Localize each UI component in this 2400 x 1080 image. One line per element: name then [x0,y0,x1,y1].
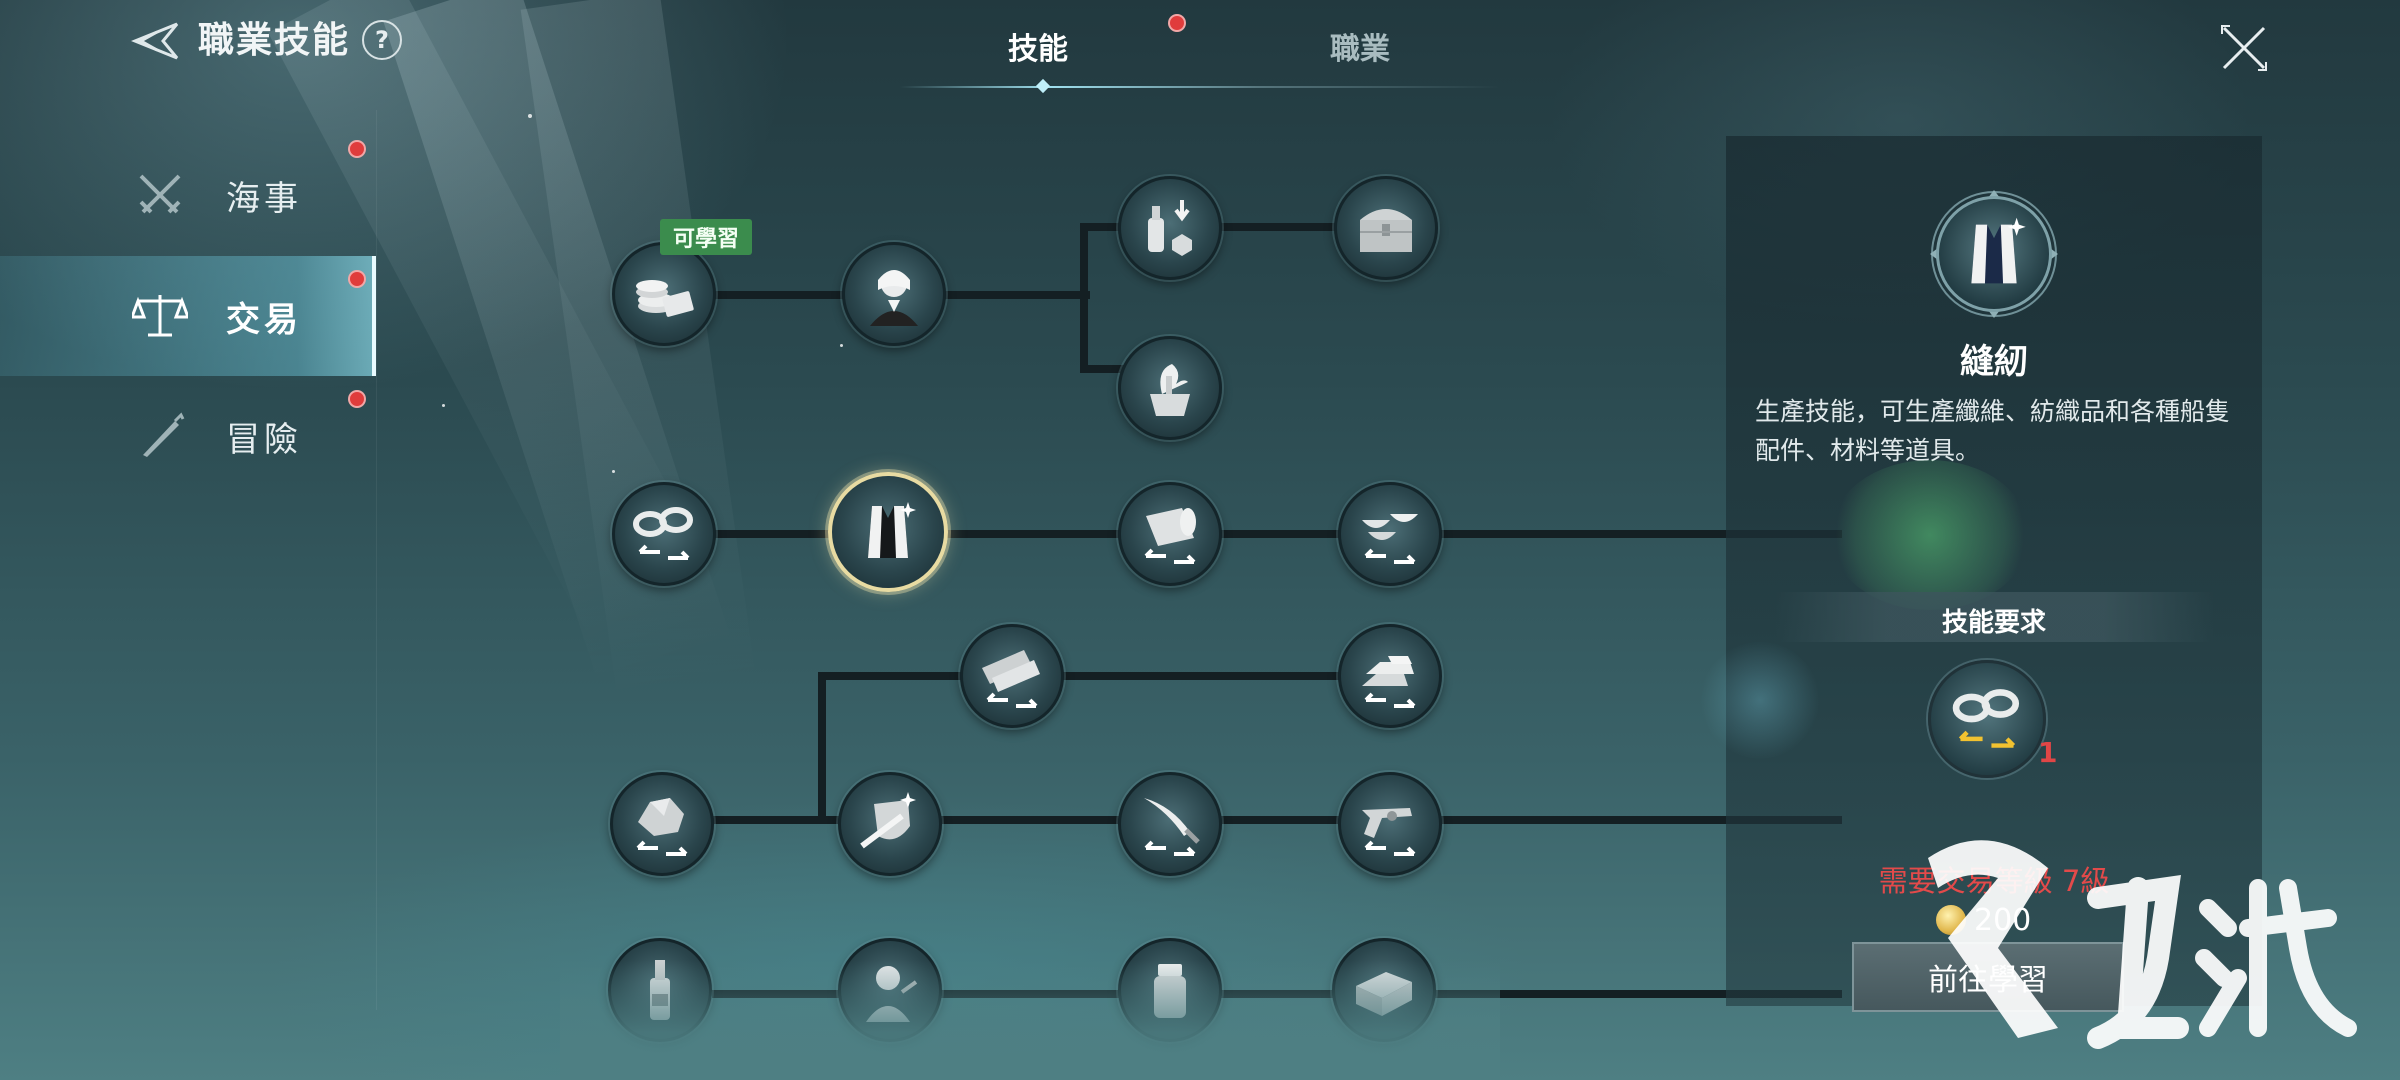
coins-icon [636,280,694,317]
back-button[interactable] [126,16,180,66]
ingots-trade-icon [1362,656,1416,708]
glow-effect [1830,460,2030,610]
sidebar-item-label: 交易 [226,299,302,340]
sidebar-divider [376,110,377,1010]
merchant-bust-icon [870,270,918,326]
scales-icon [130,286,190,346]
tree-connector [940,291,1090,299]
requirement-header-bar [1776,592,2214,642]
glow-effect [1700,640,1820,760]
rope-trade-icon [633,507,693,560]
close-button[interactable] [2216,20,2272,76]
pistol-trade-icon [1362,808,1416,856]
pencil-icon [130,406,190,466]
skill-name: 縫紉 [1960,342,2028,382]
required-skill-node[interactable] [1928,660,2046,778]
cost-amount: 200 [1974,902,2032,938]
sidebar-item-adventure[interactable]: 冒險 [0,376,376,496]
sparkle [442,404,445,407]
top-tabs: 技能 職業 [900,0,1500,100]
requirement-title: 技能要求 [1941,608,2046,638]
light-ray [520,0,757,703]
skill-node-ingots[interactable] [1338,624,1442,728]
tab-notification-badge [1168,14,1186,32]
shield-sword-icon [860,792,916,849]
skill-node-treasure-chest[interactable] [1334,176,1438,280]
page-title: 職業技能 [198,20,351,61]
sparkle [840,344,843,347]
skill-node-tailoring[interactable] [828,472,948,592]
tab-active-indicator [1035,78,1051,94]
sidebar-item-label: 海事 [226,178,302,219]
tree-connector [712,530,1842,538]
skill-node-bowls[interactable] [1338,482,1442,586]
skill-node-rope-trade[interactable] [612,482,716,586]
vest-icon [1971,217,2026,284]
sidebar-item-maritime[interactable]: 海事 [0,135,376,255]
tab-skills[interactable]: 技能 [1008,32,1068,67]
level-requirement: 需要交易等級 7級 [1878,864,2110,898]
tree-bottom-fade [560,960,1500,1080]
sparkle [528,114,532,118]
skill-node-coins[interactable] [612,242,716,346]
skill-description: 生產技能，可生產纖維、紡織品和各種船隻配件、材料等道具。 [1755,397,2231,465]
skill-node-shield-sword[interactable] [838,772,942,876]
light-ray [383,0,733,688]
logs-trade-icon [982,650,1040,708]
trade-notification-badge [348,270,366,288]
tree-connector [1080,365,1140,373]
selected-skill-icon-frame [1930,190,2058,318]
sidebar-item-trade[interactable]: 交易 [0,140,376,376]
trade-notification-badge [348,140,366,158]
cloth-roll-trade-icon [1144,508,1196,564]
skill-node-cloth-roll[interactable] [1118,482,1222,586]
tree-connector [712,291,912,299]
crossed-swords-icon [130,165,190,225]
tree-connector [1058,672,1348,680]
skill-node-logs[interactable] [960,624,1064,728]
skill-node-sabre[interactable] [1118,772,1222,876]
skill-node-pistol[interactable] [1338,772,1442,876]
skill-node-merchant[interactable] [842,242,946,346]
tab-underline [900,86,1500,88]
bowls-trade-icon [1362,514,1418,564]
back-arrow-icon [131,22,179,60]
learnable-tag: 可學習 [660,219,752,255]
ore-trade-icon [636,798,688,856]
potted-plant-icon [1150,364,1190,416]
sidebar-item-label: 冒險 [226,419,302,460]
sparkle [612,470,615,473]
tree-connector [1080,223,1088,373]
tree-connector [818,672,826,822]
sabre-trade-icon [1144,798,1200,856]
rope-trade-icon [1952,689,2020,748]
learn-cost: 200 [1936,900,2031,940]
requirement-count: 1 [2038,736,2058,769]
adventure-notification-badge [348,390,366,408]
sidebar: 海事 交易 冒險 [0,130,376,1080]
tree-connector [818,672,984,680]
treasure-chest-icon [1360,209,1412,252]
tree-connector [1214,223,1344,231]
skill-node-bottle-drop[interactable] [1118,176,1222,280]
coin-icon [1936,905,1966,935]
bottle-drop-icon [1148,200,1192,256]
help-button[interactable]: ? [362,20,402,60]
tree-connector [712,816,1842,824]
go-learn-button[interactable]: 前往學習 [1852,942,2124,1012]
skill-node-ore[interactable] [610,772,714,876]
tree-connector [1080,223,1140,231]
skill-node-potted-plant[interactable] [1118,336,1222,440]
tab-profession[interactable]: 職業 [1330,32,1390,67]
close-icon [2221,25,2267,71]
vest-icon [868,502,916,558]
